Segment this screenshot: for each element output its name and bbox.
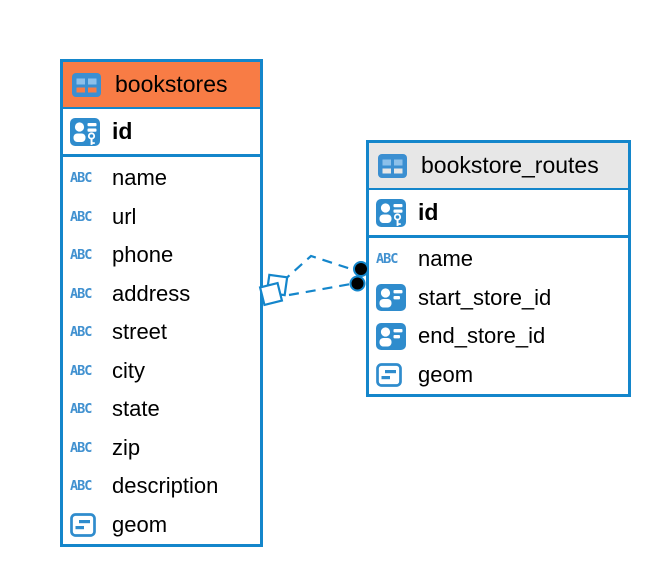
column-name: id [418, 199, 439, 225]
text-type-icon: ABC [70, 208, 92, 225]
column-name: url [112, 203, 137, 229]
primary-key-row[interactable]: id [369, 190, 628, 238]
column-name: state [112, 396, 160, 422]
text-type-icon: ABC [70, 324, 92, 341]
column-row[interactable]: ABC street [63, 313, 260, 352]
column-name: geom [112, 511, 168, 537]
column-row[interactable]: start_store_id [369, 279, 628, 318]
column-row[interactable]: ABC name [63, 159, 260, 198]
text-type-icon: ABC [70, 170, 92, 187]
table-header[interactable]: bookstores [63, 62, 260, 109]
table-icon [378, 153, 407, 178]
text-type-icon: ABC [70, 478, 92, 495]
columns-list: ABC name ABC url ABC phone ABC address A… [63, 157, 260, 544]
column-name: name [418, 246, 474, 272]
column-row[interactable]: end_store_id [369, 317, 628, 356]
column-row[interactable]: ABC phone [63, 236, 260, 275]
column-row[interactable]: ABC city [63, 352, 260, 391]
column-row[interactable]: geom [369, 356, 628, 395]
text-type-icon: ABC [70, 401, 92, 418]
table-title: bookstores [115, 71, 228, 97]
column-row[interactable]: ABC zip [63, 429, 260, 468]
column-row[interactable]: ABC url [63, 198, 260, 237]
column-name: city [112, 357, 145, 383]
table-header[interactable]: bookstore_routes [369, 143, 628, 190]
text-type-icon: ABC [70, 285, 92, 302]
geometry-type-icon [376, 362, 402, 387]
column-name: end_store_id [418, 323, 546, 349]
column-name: start_store_id [418, 284, 552, 310]
column-name: phone [112, 242, 174, 268]
geometry-type-icon [70, 512, 96, 537]
text-type-icon: ABC [70, 247, 92, 264]
text-type-icon: ABC [70, 362, 92, 379]
diamond-marker [258, 273, 289, 307]
column-name: zip [112, 434, 141, 460]
column-name: name [112, 165, 168, 191]
column-name: description [112, 473, 219, 499]
column-name: address [112, 280, 191, 306]
table-bookstores[interactable]: bookstores id ABC name ABC url ABC phone… [60, 59, 263, 547]
primary-key-icon [376, 198, 406, 227]
column-row[interactable]: ABC description [63, 467, 260, 506]
column-name: geom [418, 361, 474, 387]
column-row[interactable]: ABC state [63, 390, 260, 429]
column-name: id [112, 118, 133, 144]
column-row[interactable]: geom [63, 506, 260, 545]
table-bookstore-routes[interactable]: bookstore_routes id ABC name start_store… [366, 140, 631, 397]
text-type-icon: ABC [70, 439, 92, 456]
column-row[interactable]: ABC name [369, 240, 628, 279]
foreign-key-icon [376, 284, 406, 312]
column-name: street [112, 319, 168, 345]
table-title: bookstore_routes [421, 152, 599, 178]
foreign-key-icon [376, 322, 406, 350]
column-row[interactable]: ABC address [63, 275, 260, 314]
primary-key-icon [70, 117, 100, 146]
relationship-line[interactable] [281, 254, 355, 283]
columns-list: ABC name start_store_id end_store_id geo… [369, 238, 628, 394]
relationship-line[interactable] [288, 282, 352, 297]
primary-key-row[interactable]: id [63, 109, 260, 157]
table-icon [72, 72, 101, 97]
text-type-icon: ABC [376, 251, 398, 268]
